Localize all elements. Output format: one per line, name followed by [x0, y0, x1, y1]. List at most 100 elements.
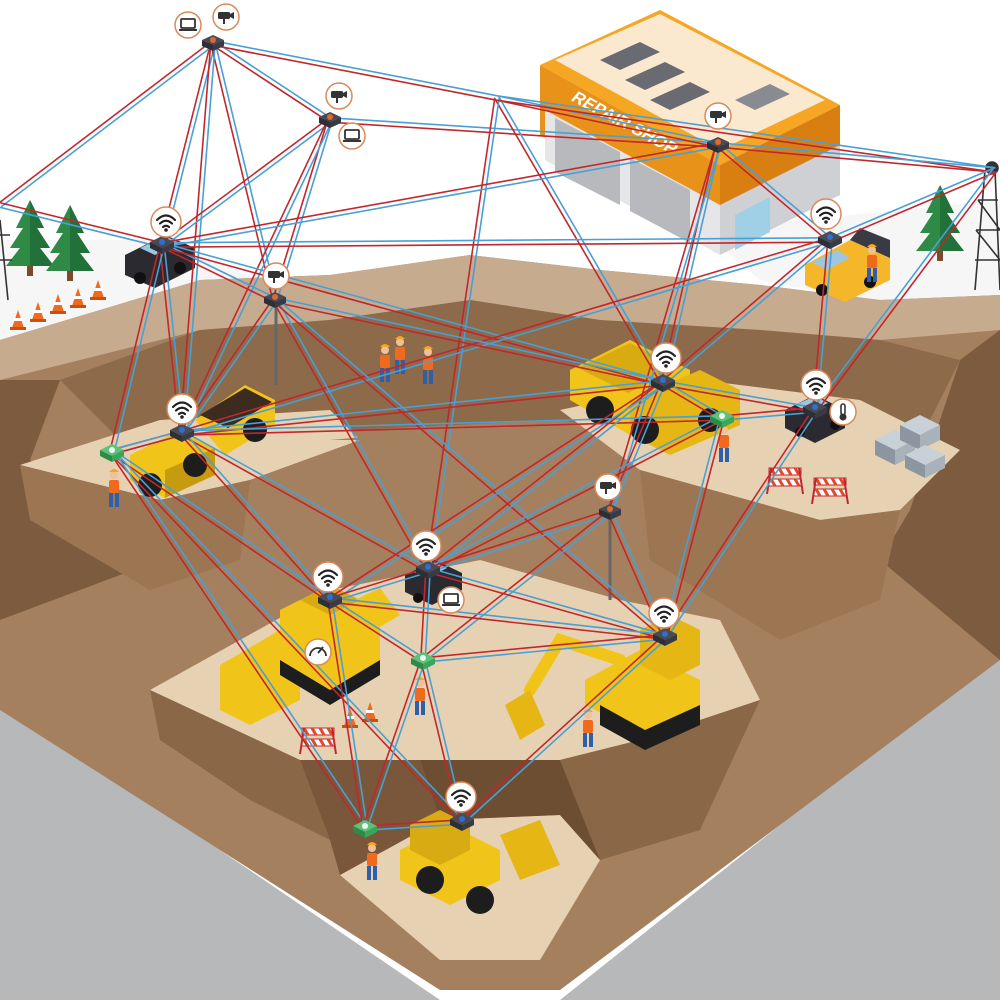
- bench-left-wall: [20, 465, 250, 590]
- wifi-icon: [149, 205, 183, 239]
- mesh-link: [661, 237, 830, 382]
- mesh-link: [424, 570, 431, 661]
- security-camera-icon: [704, 102, 732, 130]
- mesh-link: [611, 145, 721, 513]
- mesh-link: [109, 452, 461, 825]
- mesh-link: [276, 298, 431, 570]
- mesh-link: [328, 601, 423, 663]
- mesh-link: [109, 244, 161, 452]
- security-camera-icon: [212, 3, 240, 31]
- garage-doors: [555, 118, 770, 250]
- mesh-link: [182, 384, 664, 436]
- mesh-link: [497, 95, 719, 144]
- mesh-link: [274, 301, 663, 386]
- mesh-link: [816, 170, 998, 412]
- mesh-link: [663, 380, 816, 409]
- mesh-link: [111, 430, 182, 451]
- mesh-link: [721, 407, 815, 417]
- mesh-link: [718, 142, 996, 169]
- mesh-link: [330, 117, 719, 144]
- mesh-link: [183, 43, 216, 434]
- mesh-link: [828, 167, 995, 239]
- mesh-link: [183, 300, 278, 435]
- mesh-link: [428, 419, 724, 573]
- mesh-link: [366, 660, 426, 829]
- security-camera-icon: [262, 262, 290, 290]
- mesh-link: [330, 571, 429, 603]
- mesh-link: [716, 146, 830, 243]
- mesh-link: [662, 408, 814, 637]
- thermometer-icon: [829, 398, 857, 426]
- mesh-link: [179, 118, 329, 433]
- wifi-icon: [165, 392, 199, 426]
- mesh-link: [663, 241, 832, 386]
- mesh-link: [462, 638, 668, 825]
- mesh-link: [422, 634, 665, 659]
- mesh-link: [160, 246, 275, 303]
- mesh-link: [423, 513, 612, 663]
- mesh-link: [112, 434, 183, 455]
- gray-ground: [0, 560, 1000, 1000]
- mesh-link: [179, 433, 329, 602]
- wifi-icon: [444, 780, 478, 814]
- mesh-link: [330, 597, 666, 636]
- mesh-link: [329, 567, 428, 599]
- mesh-link: [182, 241, 831, 436]
- wifi-icon: [649, 341, 683, 375]
- mesh-link: [330, 597, 425, 659]
- mesh-link: [423, 638, 666, 663]
- mesh-link: [183, 120, 333, 435]
- mesh-link: [272, 300, 427, 572]
- mesh-link: [182, 430, 430, 569]
- mesh-link: [275, 297, 664, 382]
- mesh-link: [328, 380, 663, 599]
- speed-gauge-icon: [304, 638, 332, 666]
- mesh-link: [607, 144, 717, 512]
- mesh-link: [662, 384, 815, 413]
- mesh-link: [661, 384, 722, 421]
- mesh-link: [428, 567, 666, 636]
- mesh-link: [213, 40, 332, 119]
- network-node: [202, 35, 224, 51]
- mesh-link: [494, 98, 662, 385]
- mesh-link: [0, 44, 215, 208]
- network-node: [319, 112, 341, 128]
- mesh-link: [161, 237, 830, 244]
- pine-tree-icon: [6, 200, 54, 276]
- mesh-link: [427, 571, 665, 640]
- mesh-link: [162, 241, 831, 248]
- mesh-link: [113, 449, 465, 822]
- mesh-link: [666, 410, 818, 639]
- mesh-link: [211, 44, 330, 123]
- mesh-link: [362, 659, 422, 828]
- mesh-link: [182, 419, 723, 436]
- laptop-icon: [338, 122, 366, 150]
- mesh-link: [421, 509, 610, 659]
- mesh-link: [214, 42, 278, 300]
- security-camera-icon: [594, 473, 622, 501]
- mesh-network-links: [0, 40, 998, 831]
- roof-vents: [600, 42, 790, 110]
- mesh-link: [162, 146, 719, 248]
- wifi-icon: [809, 197, 843, 231]
- mesh-link: [812, 168, 994, 410]
- mesh-link: [329, 121, 718, 148]
- mesh-link: [496, 99, 718, 148]
- mesh-link: [664, 145, 721, 384]
- mesh-link: [112, 449, 332, 599]
- mesh-link: [109, 452, 364, 830]
- mesh-link: [420, 569, 427, 660]
- wifi-icon: [647, 596, 681, 630]
- bench-right-wall: [640, 470, 900, 640]
- mesh-link: [717, 146, 995, 173]
- mesh-link: [0, 40, 213, 204]
- mesh-link: [364, 819, 462, 827]
- laptop-icon: [174, 11, 202, 39]
- mesh-link: [179, 42, 212, 433]
- mesh-link: [722, 411, 816, 421]
- mesh-link: [427, 509, 610, 569]
- mesh-link: [330, 384, 665, 603]
- mesh-link: [365, 823, 463, 831]
- stacked-blocks: [875, 415, 945, 478]
- mesh-link: [426, 415, 722, 569]
